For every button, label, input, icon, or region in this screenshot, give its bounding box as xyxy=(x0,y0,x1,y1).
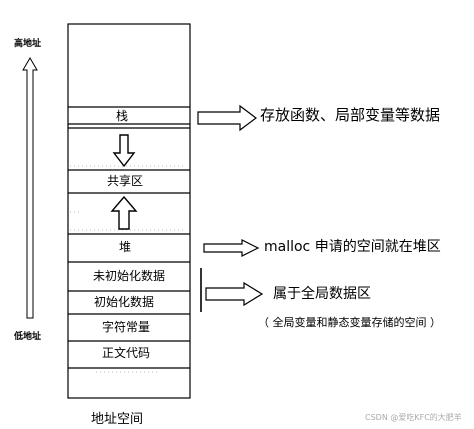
segment-lines xyxy=(68,106,190,369)
constants-segment-label: 字符常量 xyxy=(101,320,151,334)
heap-segment-label: 堆 xyxy=(118,240,132,254)
dotted-marks xyxy=(70,165,186,373)
init-data-segment-label: 初始化数据 xyxy=(93,295,155,309)
stack-note-arrow xyxy=(197,104,257,132)
low-address-label: 低地址 xyxy=(14,332,42,342)
text-segment-label: 正文代码 xyxy=(101,346,151,360)
address-direction-arrow xyxy=(22,57,38,319)
global-note-arrow xyxy=(205,281,264,307)
heap-note-arrow xyxy=(203,239,260,257)
stack-segment-label: 栈 xyxy=(115,109,129,123)
stack-growth-down-arrow xyxy=(112,134,136,168)
uninit-data-segment-label: 未初始化数据 xyxy=(92,269,166,283)
stack-note-text: 存放函数、局部变量等数据 xyxy=(260,106,441,124)
address-arrow-shape xyxy=(22,57,38,319)
global-region-detail: （ 全局变量和静态变量存储的空间 ） xyxy=(258,316,441,329)
address-space-box xyxy=(67,23,191,399)
high-address-label: 高地址 xyxy=(14,39,42,49)
shared-segment-label: 共享区 xyxy=(106,174,144,188)
heap-note-text: malloc 申请的空间就在堆区 xyxy=(264,239,441,255)
global-region-title: 属于全局数据区 xyxy=(273,286,371,302)
watermark-text: CSDN @爱吃KFC的大肥羊 xyxy=(365,413,462,422)
heap-growth-up-arrow xyxy=(110,195,138,230)
address-space-caption: 地址空间 xyxy=(91,412,144,427)
